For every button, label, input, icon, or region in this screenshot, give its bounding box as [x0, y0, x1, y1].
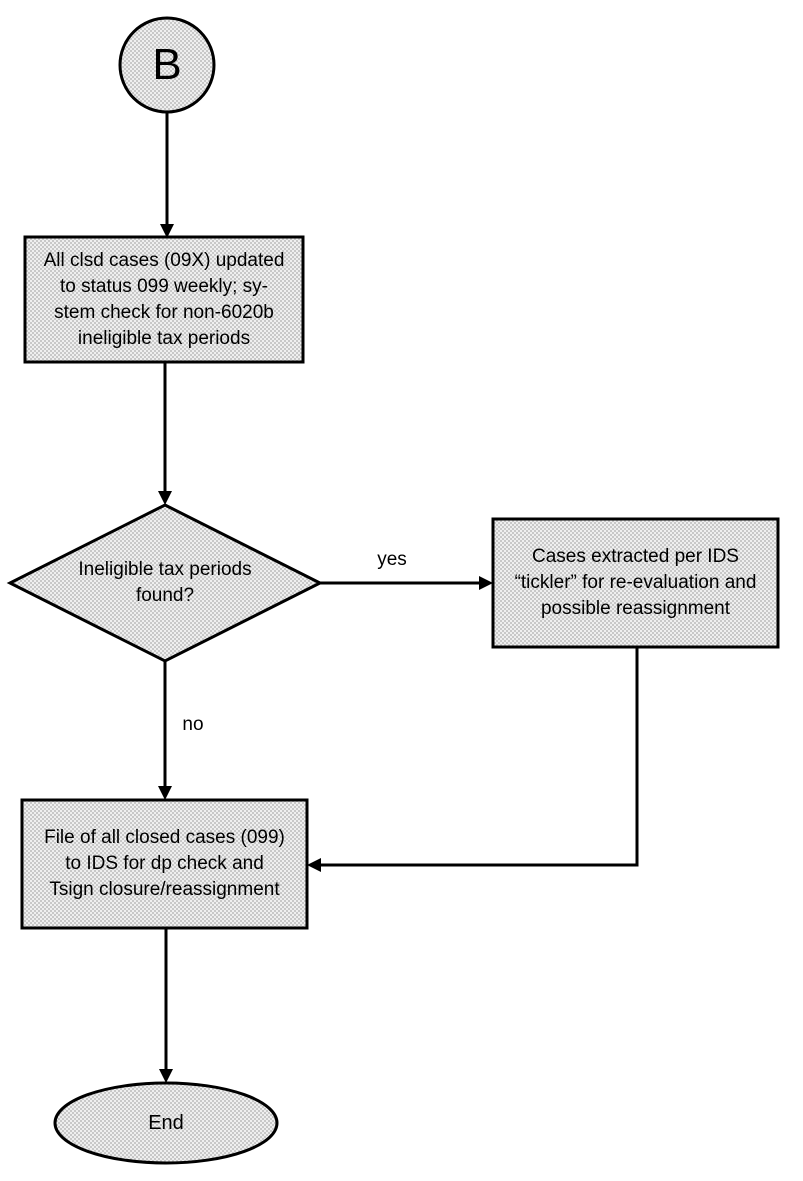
- process-update-shape: [23, 235, 305, 364]
- file-line-2: to IDS for dp check and: [65, 853, 264, 874]
- extract-line-3: possible reassignment: [540, 598, 731, 619]
- arrowhead-update-to-decision: [158, 491, 172, 505]
- process-extract-label: Cases extracted per IDS “tickler” for re…: [493, 519, 778, 647]
- edge-label-yes: yes: [377, 549, 407, 570]
- end-terminal-label: End: [55, 1083, 277, 1163]
- edge-label-no: no: [182, 714, 204, 735]
- extract-line-1: Cases extracted per IDS: [532, 546, 739, 567]
- arrowhead-start-to-update: [160, 224, 174, 238]
- arrowhead-extract-to-file: [307, 858, 321, 872]
- decision-label: Ineligible tax periods found?: [10, 505, 320, 661]
- decision-line-1: Ineligible tax periods: [78, 559, 252, 580]
- end-terminal-shape: [53, 1081, 279, 1165]
- connector-extract-to-file: [321, 647, 639, 867]
- update-line-4: ineligible tax periods: [77, 327, 251, 349]
- process-file-label: File of all closed cases (099) to IDS fo…: [22, 800, 307, 928]
- file-line-3: Tsign closure/reassignment: [49, 879, 280, 900]
- update-line-1: All clsd cases (09X) updated: [43, 249, 285, 271]
- arrowhead-decision-yes: [479, 576, 493, 590]
- update-line-2: to status 099 weekly; sy-: [59, 275, 269, 297]
- start-terminal-label: B: [119, 18, 215, 112]
- extract-line-2: “tickler” for re-evaluation and: [514, 572, 757, 593]
- start-terminal-shape: [118, 16, 216, 114]
- process-file-shape: [20, 798, 309, 930]
- arrowhead-decision-no: [158, 786, 172, 800]
- file-line-1: File of all closed cases (099): [44, 827, 285, 848]
- decision-line-2: found?: [135, 585, 195, 606]
- process-extract-shape: [491, 517, 780, 649]
- arrowhead-file-to-end: [159, 1069, 173, 1083]
- end-label-text: End: [148, 1111, 184, 1134]
- update-line-3: stem check for non-6020b: [54, 301, 274, 323]
- start-label-text: B: [152, 40, 182, 89]
- decision-diamond-shape: [6, 503, 324, 663]
- process-update-label: All clsd cases (09X) updated to status 0…: [25, 237, 303, 362]
